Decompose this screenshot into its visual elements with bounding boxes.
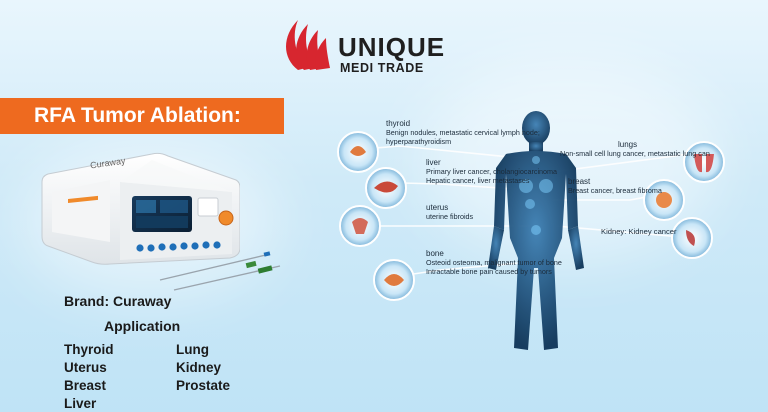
section-banner: RFA Tumor Ablation: xyxy=(0,98,284,134)
application-list-right: Lung Kidney Prostate xyxy=(176,341,230,395)
bone-desc: Osteoid osteoma, malignant tumor of bone xyxy=(426,258,562,267)
thyroid-label: thyroid Benign nodules, metastatic cervi… xyxy=(386,119,540,146)
uterus-label: uterus uterine fibroids xyxy=(426,203,473,221)
application-list-left: Thyroid Uterus Breast Liver xyxy=(64,341,114,412)
bone-title: bone xyxy=(426,249,444,258)
lungs-title: lungs xyxy=(618,140,638,149)
breast-label: breast Breast cancer, breast fibroma xyxy=(568,177,662,195)
application-item: Lung xyxy=(176,342,209,357)
bone-label: bone Osteoid osteoma, malignant tumor of… xyxy=(426,249,562,276)
application-item: Thyroid xyxy=(64,342,114,357)
liver-label: liver Primary liver cancer, cholangiocar… xyxy=(426,158,557,185)
human-body-diagram xyxy=(337,111,725,350)
application-heading: Application xyxy=(104,318,181,334)
company-logo: UNIQUE MEDI TRADE xyxy=(278,14,468,75)
breast-title: breast xyxy=(568,177,591,186)
liver-desc: Primary liver cancer, cholangiocarcinoma xyxy=(426,167,558,176)
application-item: Breast xyxy=(64,378,107,393)
application-item: Uterus xyxy=(64,360,107,375)
kidney-label: Kidney: Kidney cancer xyxy=(601,227,677,236)
uterus-desc: uterine fibroids xyxy=(426,212,474,221)
liver-desc-2: Hepatic cancer, liver metastases xyxy=(426,176,530,185)
thyroid-desc: Benign nodules, metastatic cervical lymp… xyxy=(386,128,540,137)
rfa-generator-device-image xyxy=(41,152,240,265)
ablation-needles-image xyxy=(159,251,281,291)
organ-orbs xyxy=(337,131,725,301)
lungs-desc: Non-small cell lung cancer, metastatic l… xyxy=(560,149,710,158)
bone-desc-2: Intractable bone pain caused by tumors xyxy=(426,267,552,276)
kidney-desc: Kidney: Kidney cancer xyxy=(601,227,677,236)
thyroid-desc-2: hyperparathyroidism xyxy=(386,137,452,146)
thyroid-title: thyroid xyxy=(386,119,411,128)
liver-title: liver xyxy=(426,158,441,167)
lungs-label: lungs Non-small cell lung cancer, metast… xyxy=(560,140,710,158)
application-item: Prostate xyxy=(176,378,231,393)
application-item: Kidney xyxy=(176,360,222,375)
brand-text: Brand: Curaway xyxy=(64,293,172,309)
logo-flame-icon xyxy=(286,20,330,70)
logo-subtitle: MEDI TRADE xyxy=(340,61,424,75)
logo-title: UNIQUE xyxy=(338,32,446,62)
uterus-title: uterus xyxy=(426,203,449,212)
breast-desc: Breast cancer, breast fibroma xyxy=(568,186,662,195)
application-item: Liver xyxy=(64,396,97,411)
